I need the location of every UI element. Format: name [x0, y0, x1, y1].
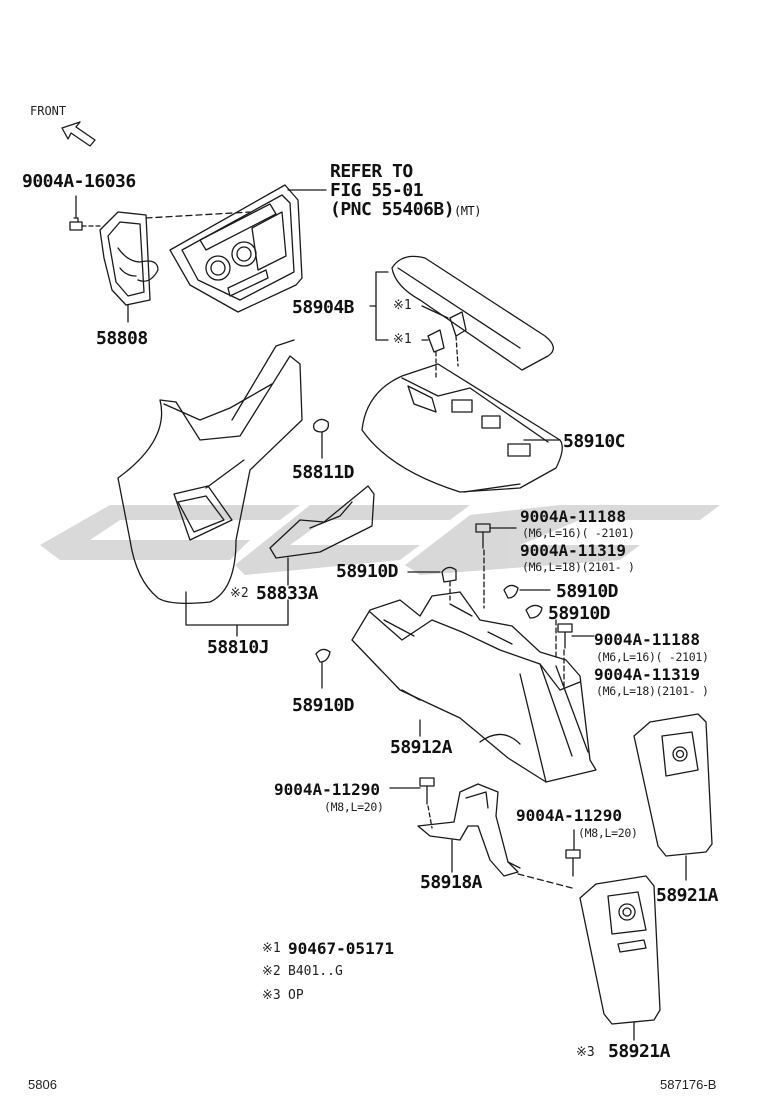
armrest-lid-58904b: [391, 255, 554, 381]
part-label-58912a: 58912A: [390, 737, 453, 758]
part-label-58810j: 58810J: [207, 637, 270, 658]
part-label-9004a-11319-top: 9004A-11319: [520, 541, 626, 560]
part-label-9004a-11188-mid: 9004A-11188: [594, 630, 700, 649]
note-text-3: OP: [288, 988, 304, 1003]
bolt-9004a-11188-top: [475, 523, 491, 549]
part-label-9004a-11319-mid: 9004A-11319: [594, 665, 700, 684]
bolt-9004a-11188-mid: [557, 623, 573, 649]
part-label-58808: 58808: [96, 328, 148, 349]
shift-boot-58808: [99, 211, 159, 323]
front-arrow-icon: [61, 121, 96, 147]
part-label-58833a: 58833A: [256, 583, 319, 604]
spec-9004a-11319-top: (M6,L=18)(2101- ): [522, 560, 635, 574]
screw-9004a-16036: [69, 217, 101, 231]
part-label-58918a: 58918A: [420, 872, 483, 893]
side-cover-58833a: [269, 485, 375, 586]
bolt-9004a-11290-right: [565, 849, 581, 877]
part-label-58811d: 58811D: [292, 462, 355, 483]
part-label-9004a-11188-top: 9004A-11188: [520, 507, 626, 526]
spec-9004a-11290-left: (M8,L=20): [324, 800, 384, 814]
part-label-9004a-11290-right: 9004A-11290: [516, 806, 622, 825]
note-text-1: 90467-05171: [288, 939, 394, 958]
console-bezel-refer: [169, 184, 303, 313]
clip-58910d-a: [441, 566, 457, 583]
part-label-58921a-b: 58921A: [608, 1041, 671, 1062]
clip-58910d-d: [315, 648, 331, 663]
part-label-58921a-a: 58921A: [656, 885, 719, 906]
note-mark-2: ※2: [262, 964, 281, 979]
refer-line1: REFER TO: [330, 161, 413, 182]
side-panel-58921a-bottom: [579, 875, 661, 1041]
clip-58811d: [313, 418, 330, 459]
footer-left: 5806: [28, 1077, 57, 1092]
footer-right: 587176-B: [660, 1077, 717, 1092]
main-console-58912a: [351, 591, 597, 783]
part-label-58910d-d: 58910D: [292, 695, 355, 716]
mark-1-b: ※1: [393, 332, 412, 347]
spec-9004a-11188-mid: (M6,L=16)( -2101): [596, 650, 709, 664]
part-label-58910c: 58910C: [563, 431, 626, 452]
spec-9004a-11290-right: (M8,L=20): [578, 826, 638, 840]
part-label-58910d-a: 58910D: [336, 561, 399, 582]
spec-9004a-11188-top: (M6,L=16)( -2101): [522, 526, 635, 540]
clip-58910d-b: [503, 584, 519, 599]
spec-9004a-11319-mid: (M6,L=18)(2101- ): [596, 684, 709, 698]
front-panel-58810j: [117, 339, 303, 604]
part-label-9004a-11290-left: 9004A-11290: [274, 780, 380, 799]
part-label-9004a-16036: 9004A-16036: [22, 171, 136, 192]
front-label: FRONT: [30, 104, 67, 118]
part-label-58910d-b: 58910D: [556, 581, 619, 602]
note-text-2: B401..G: [288, 964, 343, 979]
mark-1-a: ※1: [393, 298, 412, 313]
mark-2: ※2: [230, 586, 249, 601]
side-panel-58921a-top: [633, 713, 713, 881]
refer-line3: (PNC 55406B)(MT): [330, 199, 481, 220]
mark-3: ※3: [576, 1045, 595, 1060]
clip-58910d-c: [525, 604, 543, 619]
note-mark-3: ※3: [262, 988, 281, 1003]
part-label-58904b: 58904B: [292, 297, 355, 318]
console-box-58910c: [361, 363, 563, 493]
note-mark-1: ※1: [262, 941, 281, 956]
refer-line2: FIG 55-01: [330, 180, 424, 201]
bracket-58918a: [417, 783, 573, 889]
part-label-58910d-c: 58910D: [548, 603, 611, 624]
bolt-9004a-11290-left: [419, 777, 435, 805]
